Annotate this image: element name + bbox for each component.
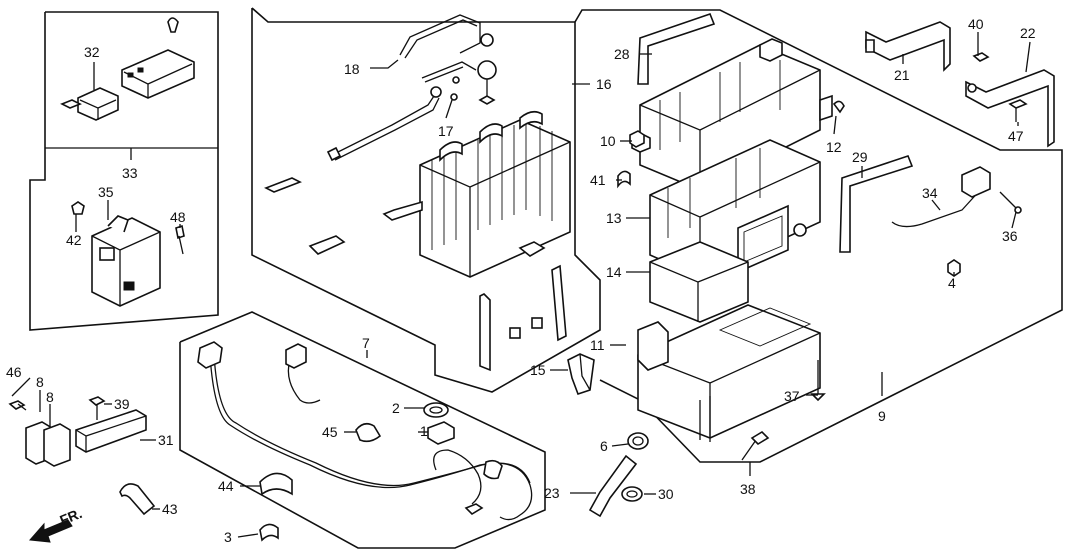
part-47-bolt	[1008, 99, 1028, 122]
callout-39: 39	[114, 396, 130, 412]
part-evaporator-suction-pipe	[326, 86, 442, 162]
callout-15: 15	[530, 362, 546, 378]
callout-46: 46	[6, 364, 22, 380]
part-15-bracket	[567, 353, 595, 396]
part-7-wire-harness	[197, 341, 533, 521]
part-39-bolt	[88, 396, 106, 420]
callout-8-lower: 8	[46, 389, 54, 405]
callout-36: 36	[1002, 228, 1018, 244]
fr-direction-arrow	[28, 519, 73, 543]
callout-41: 41	[590, 172, 606, 188]
part-38-bolt	[741, 430, 770, 461]
part-18-expansion-valve-tube	[399, 14, 497, 105]
callout-45: 45	[322, 424, 338, 440]
part-1-relay	[427, 421, 455, 445]
part-30-grommet	[621, 486, 643, 502]
part-drain-hoses	[264, 177, 567, 372]
part-35-control-module	[71, 201, 185, 307]
callout-13: 13	[606, 210, 622, 226]
callout-48: 48	[170, 209, 186, 225]
part-4-nut	[947, 259, 961, 277]
part-31-bracket	[75, 409, 147, 453]
part-34-sensor	[891, 166, 1022, 228]
callout-22: 22	[1020, 25, 1036, 41]
callout-40: 40	[968, 16, 984, 32]
callout-38: 38	[740, 481, 756, 497]
callout-47: 47	[1008, 128, 1024, 144]
part-13-blower-case	[649, 139, 821, 278]
callout-21: 21	[894, 67, 910, 83]
callout-23: 23	[544, 485, 560, 501]
callout-7: 7	[362, 335, 370, 351]
part-40-bolt	[972, 40, 990, 62]
part-41-clip	[617, 170, 631, 189]
part-2-grommet	[423, 402, 449, 418]
part-8-resistor	[25, 421, 71, 467]
callout-28: 28	[614, 46, 630, 62]
harness-group-frame	[179, 311, 546, 549]
callout-9: 9	[878, 408, 886, 424]
callout-12: 12	[826, 139, 842, 155]
callout-labels: 1 2 3 4 6 7 8 8 9 10 11 12 13 14 15 16 1…	[6, 16, 1036, 545]
part-10-clip	[629, 130, 645, 148]
callout-3: 3	[224, 529, 232, 545]
part-43-clamp	[119, 483, 156, 516]
part-3-clip	[259, 523, 279, 542]
callout-34: 34	[922, 185, 938, 201]
part-44-clamp	[259, 472, 293, 496]
part-28-hose	[637, 12, 716, 85]
part-22-bracket	[965, 69, 1055, 148]
part-32-switch-connector	[60, 17, 195, 121]
part-6-grommet	[627, 432, 649, 450]
callout-16: 16	[596, 76, 612, 92]
fr-direction-label: FR.	[57, 505, 84, 528]
callout-43: 43	[162, 501, 178, 517]
callout-14: 14	[606, 264, 622, 280]
leader-lines	[11, 32, 1031, 538]
callout-10: 10	[600, 133, 616, 149]
part-46-bolt	[8, 400, 27, 411]
callout-35: 35	[98, 184, 114, 200]
callout-37: 37	[784, 388, 800, 404]
callout-33: 33	[122, 165, 138, 181]
part-9-heater-box	[637, 304, 821, 442]
callout-32: 32	[84, 44, 100, 60]
callout-18: 18	[344, 61, 360, 77]
callout-44: 44	[218, 478, 234, 494]
part-23-drain-hose	[588, 454, 638, 518]
part-21-bracket	[865, 21, 951, 72]
callout-1: 1	[420, 423, 428, 439]
part-29-hose	[839, 155, 914, 253]
callout-30: 30	[658, 486, 674, 502]
part-12-clip	[832, 100, 845, 114]
callout-42: 42	[66, 232, 82, 248]
callout-31: 31	[158, 432, 174, 448]
part-45-clip	[355, 422, 382, 443]
part-evaporator-core	[382, 110, 571, 278]
callout-6: 6	[600, 438, 608, 454]
callout-29: 29	[852, 149, 868, 165]
callout-8-upper: 8	[36, 374, 44, 390]
callout-17: 17	[438, 123, 454, 139]
callout-11: 11	[590, 337, 605, 353]
part-14-lower-case	[649, 241, 749, 323]
callout-2: 2	[392, 400, 400, 416]
heater-unit-group-frame	[574, 9, 1063, 463]
evaporator-group-frame	[251, 7, 601, 393]
callout-4: 4	[948, 275, 956, 291]
